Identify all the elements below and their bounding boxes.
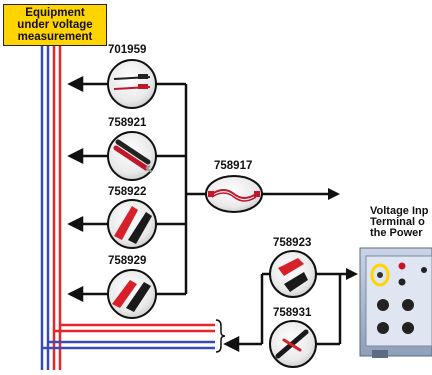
arrow-left-icon xyxy=(67,75,84,93)
equipment-title-box: Equipment under voltage measurement xyxy=(3,4,107,46)
arrow-left-icon xyxy=(67,215,84,233)
probe-758929 xyxy=(107,269,157,319)
arrow-left-icon xyxy=(223,335,240,353)
arrow-left-icon xyxy=(67,147,84,165)
probe-701959 xyxy=(107,59,157,109)
part-label-758929: 758929 xyxy=(108,255,147,267)
title-line: Equipment xyxy=(25,7,85,19)
power-analyzer-device xyxy=(359,247,432,358)
left-arrows xyxy=(67,75,262,353)
probe-758922 xyxy=(107,199,157,249)
part-label-758922: 758922 xyxy=(108,186,147,198)
part-label-758917: 758917 xyxy=(214,160,253,172)
part-label-758923: 758923 xyxy=(273,237,312,249)
title-line: measurement xyxy=(17,31,93,43)
cable-758917 xyxy=(205,175,263,213)
adapter-758931 xyxy=(269,320,317,368)
voltage-label-line: the Power xyxy=(370,227,423,239)
adapter-758923 xyxy=(269,250,317,298)
probe-758921 xyxy=(107,131,157,181)
arrow-left-icon xyxy=(67,285,84,303)
voltage-label-line: Terminal o xyxy=(370,216,425,228)
input-terminal-highlight xyxy=(370,263,390,287)
part-label-758921: 758921 xyxy=(108,117,147,129)
right-bus xyxy=(260,272,348,346)
left-bus xyxy=(155,82,330,296)
voltage-input-label: Voltage Inp Terminal o the Power xyxy=(370,206,432,239)
equipment-wires xyxy=(40,46,215,370)
part-label-701959: 701959 xyxy=(108,44,147,56)
brace-icon xyxy=(215,319,226,353)
part-label-758931: 758931 xyxy=(273,307,312,319)
voltage-label-line: Voltage Inp xyxy=(370,205,429,217)
arrow-right-icon xyxy=(328,188,340,200)
arrow-right-icon xyxy=(346,268,358,280)
title-line: under voltage xyxy=(17,19,93,31)
